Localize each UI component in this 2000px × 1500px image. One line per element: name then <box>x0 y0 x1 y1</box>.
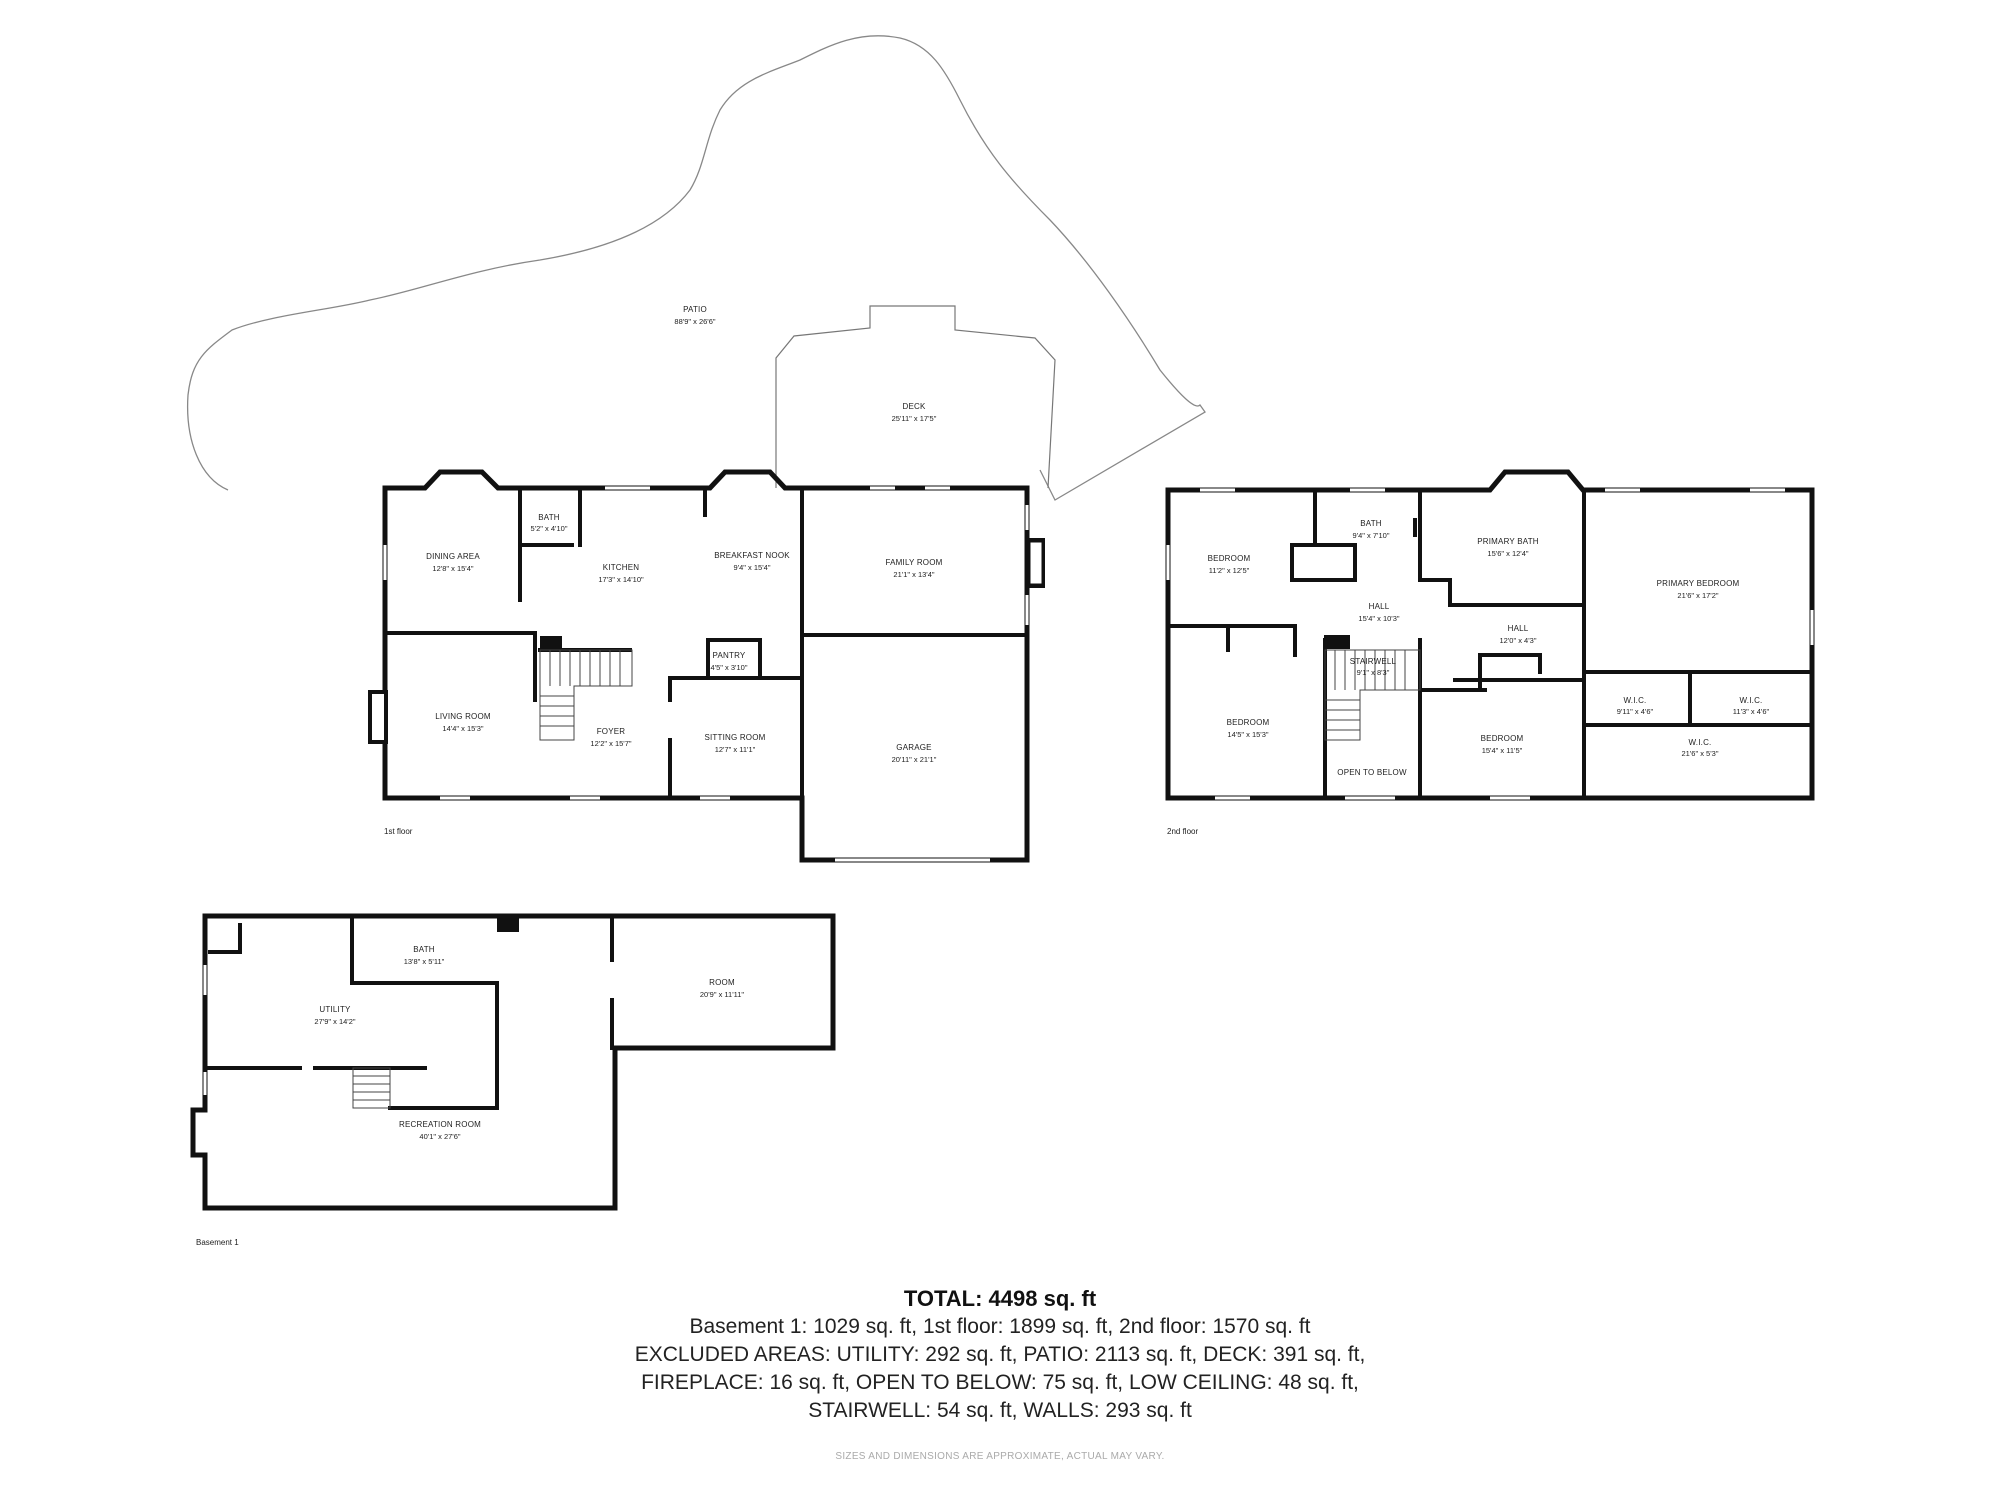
room-bedroom2-dim: 14'5" x 15'3" <box>1227 730 1268 739</box>
room-foyer-dim: 12'2" x 15'7" <box>590 739 631 748</box>
floor-label-second: 2nd floor <box>1167 827 1198 836</box>
room-bedroom1-dim: 11'2" x 12'5" <box>1209 566 1250 575</box>
room-pbath-dim: 15'6" x 12'4" <box>1487 549 1528 558</box>
room-open-name: OPEN TO BELOW <box>1337 768 1407 777</box>
room-foyer-name: FOYER <box>597 727 626 736</box>
room-wic2-name: W.I.C. <box>1740 696 1763 705</box>
room-garage-name: GARAGE <box>896 743 931 752</box>
room-wic3-dim: 21'6" x 5'3" <box>1682 749 1719 758</box>
room-stairwell-dim: 9'1" x 8'3" <box>1357 668 1390 677</box>
room-dining-dim: 12'8" x 15'4" <box>432 564 473 573</box>
room-utility-name: UTILITY <box>319 1005 351 1014</box>
room-pbed-name: PRIMARY BEDROOM <box>1657 579 1740 588</box>
floor-label-first: 1st floor <box>384 827 413 836</box>
room-nook-dim: 9'4" x 15'4" <box>734 563 771 572</box>
summary-total: TOTAL: 4498 sq. ft <box>903 1286 1097 1311</box>
summary-floors: Basement 1: 1029 sq. ft, 1st floor: 1899… <box>689 1315 1311 1338</box>
room-patio-name: PATIO <box>683 305 707 314</box>
room-living-dim: 14'4" x 15'3" <box>442 724 483 733</box>
room-deck-name: DECK <box>902 402 925 411</box>
room-bedroom3-dim: 15'4" x 11'5" <box>1482 746 1523 755</box>
room-bedroom2-name: BEDROOM <box>1227 718 1270 727</box>
patio-outline <box>186 35 1206 501</box>
room-hall2-name: HALL <box>1508 624 1529 633</box>
room-rec-dim: 40'1" x 27'6" <box>419 1132 460 1141</box>
room-pantry-name: PANTRY <box>713 651 746 660</box>
deck <box>775 305 1056 489</box>
room-living-name: LIVING ROOM <box>435 712 491 721</box>
room-bbath-dim: 13'8" x 5'11" <box>404 957 445 966</box>
room-bath2-name: BATH <box>1360 519 1382 528</box>
basement-floor: BATH 13'8" x 5'11" UTILITY 27'9" x 14'2"… <box>190 913 836 1247</box>
room-family-dim: 21'1" x 13'4" <box>893 570 934 579</box>
room-bath1-name: BATH <box>538 513 560 522</box>
room-kitchen-dim: 17'3" x 14'10" <box>598 575 644 584</box>
room-hall1-dim: 15'4" x 10'3" <box>1358 614 1399 623</box>
first-floor: DINING AREA 12'8" x 15'4" BATH 5'2" x 4'… <box>368 305 1045 863</box>
room-bath2-dim: 9'4" x 7'10" <box>1353 531 1390 540</box>
room-wic1-dim: 9'11" x 4'6" <box>1617 707 1654 716</box>
room-stairwell-name: STAIRWELL <box>1350 657 1397 666</box>
summary-excluded-end: STAIRWELL: 54 sq. ft, WALLS: 293 sq. ft <box>808 1399 1192 1422</box>
room-dining-name: DINING AREA <box>426 552 480 561</box>
room-bath1-dim: 5'2" x 4'10" <box>531 524 568 533</box>
floor-label-basement: Basement 1 <box>196 1238 239 1247</box>
area-summary: TOTAL: 4498 sq. ft Basement 1: 1029 sq. … <box>0 1285 2000 1425</box>
room-deck-dim: 25'11" x 17'5" <box>892 414 937 423</box>
room-nook-name: BREAKFAST NOOK <box>714 551 790 560</box>
room-pbath-name: PRIMARY BATH <box>1477 537 1539 546</box>
room-bedroom3-name: BEDROOM <box>1481 734 1524 743</box>
room-bedroom1-name: BEDROOM <box>1208 554 1251 563</box>
room-hall1-name: HALL <box>1369 602 1390 611</box>
summary-excluded: EXCLUDED AREAS: UTILITY: 292 sq. ft, PAT… <box>634 1343 1366 1366</box>
room-wic1-name: W.I.C. <box>1624 696 1647 705</box>
room-bbath-name: BATH <box>413 945 435 954</box>
room-sitting-name: SITTING ROOM <box>704 733 765 742</box>
room-wic2-dim: 11'3" x 4'6" <box>1733 707 1770 716</box>
room-broom-dim: 20'9" x 11'11" <box>700 990 745 999</box>
windows-second <box>1166 488 1814 800</box>
windows-basement <box>203 965 614 1095</box>
disclaimer: SIZES AND DIMENSIONS ARE APPROXIMATE, AC… <box>835 1451 1165 1462</box>
room-pbed-dim: 21'6" x 17'2" <box>1677 591 1718 600</box>
room-patio-dim: 88'9" x 26'6" <box>674 317 715 326</box>
room-sitting-dim: 12'7" x 11'1" <box>715 745 756 754</box>
room-kitchen-name: KITCHEN <box>603 563 640 572</box>
room-hall2-dim: 12'0" x 4'3" <box>1500 636 1537 645</box>
windows-first <box>383 486 1029 862</box>
room-pantry-dim: 4'5" x 3'10" <box>711 663 748 672</box>
room-broom-name: ROOM <box>709 978 735 987</box>
room-utility-dim: 27'9" x 14'2" <box>314 1017 355 1026</box>
room-rec-name: RECREATION ROOM <box>399 1120 481 1129</box>
room-garage-dim: 20'11" x 21'1" <box>892 755 937 764</box>
room-wic3-name: W.I.C. <box>1689 738 1712 747</box>
second-floor: BEDROOM 11'2" x 12'5" BATH 9'4" x 7'10" … <box>1165 469 1815 836</box>
room-family-name: FAMILY ROOM <box>885 558 942 567</box>
summary-excluded-cont: FIREPLACE: 16 sq. ft, OPEN TO BELOW: 75 … <box>641 1371 1359 1394</box>
